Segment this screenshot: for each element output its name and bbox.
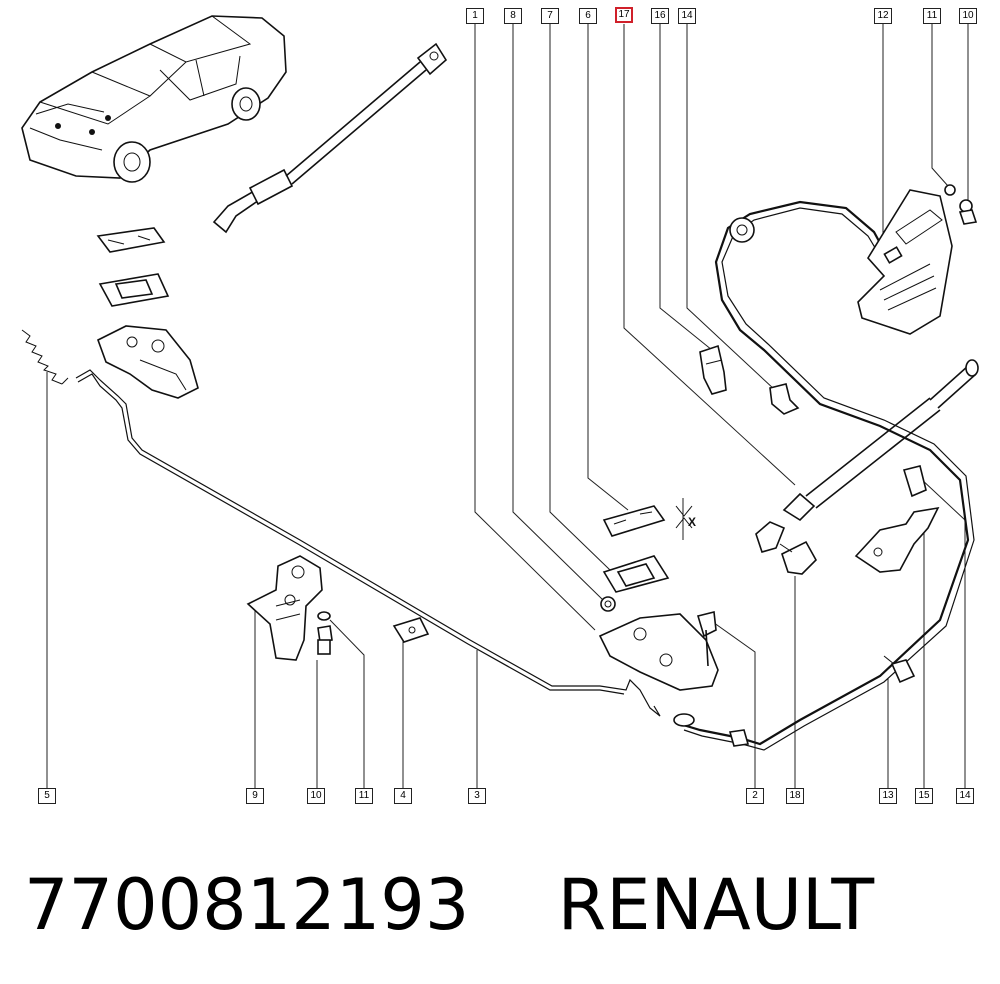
callout-10: 10 (959, 8, 977, 24)
callout-9: 9 (246, 788, 264, 804)
callout-18: 18 (786, 788, 804, 804)
callout-11: 11 (923, 8, 941, 24)
callout-15: 15 (915, 788, 933, 804)
callout-7: 7 (541, 8, 559, 24)
callout-12: 12 (874, 8, 892, 24)
handle-fasteners (944, 184, 978, 225)
gas-strut-upper (212, 42, 448, 234)
release-rod (75, 369, 661, 717)
callout-2: 2 (746, 788, 764, 804)
center-latch-plates (600, 505, 670, 612)
callout-10-bottom: 10 (307, 788, 325, 804)
rod-clip (392, 617, 430, 643)
car-illustration (21, 15, 287, 183)
cable-fastener (883, 655, 916, 684)
callout-16: 16 (651, 8, 669, 24)
lower-left-latch (246, 555, 323, 661)
exploded-parts-diagram: X (21, 15, 979, 788)
leader-lines (46, 24, 969, 788)
callout-8: 8 (504, 8, 522, 24)
callout-11-bottom: 11 (355, 788, 373, 804)
strut-clip (779, 540, 817, 575)
left-hood-latch (96, 227, 199, 399)
release-cable (673, 200, 975, 751)
cable-clips (699, 344, 800, 415)
part-number: 7700812193 (24, 864, 470, 946)
caption: 7700812193 RENAULT (24, 862, 984, 948)
brand-name: RENAULT (557, 864, 875, 946)
callout-14-bottom: 14 (956, 788, 974, 804)
cable-bracket (854, 465, 940, 573)
callout-1: 1 (466, 8, 484, 24)
spring (21, 329, 69, 385)
callout-14: 14 (678, 8, 696, 24)
bolt-and-washer (317, 611, 333, 655)
callout-13: 13 (879, 788, 897, 804)
callout-4: 4 (394, 788, 412, 804)
callout-6: 6 (579, 8, 597, 24)
release-handle (857, 189, 953, 335)
callout-5: 5 (38, 788, 56, 804)
dimension-label: X (688, 515, 696, 529)
callout-17-highlighted: 17 (615, 7, 633, 23)
gas-strut-lower (755, 359, 979, 553)
callout-3: 3 (468, 788, 486, 804)
dimension-marker (675, 505, 693, 529)
center-hood-latch (598, 611, 719, 691)
